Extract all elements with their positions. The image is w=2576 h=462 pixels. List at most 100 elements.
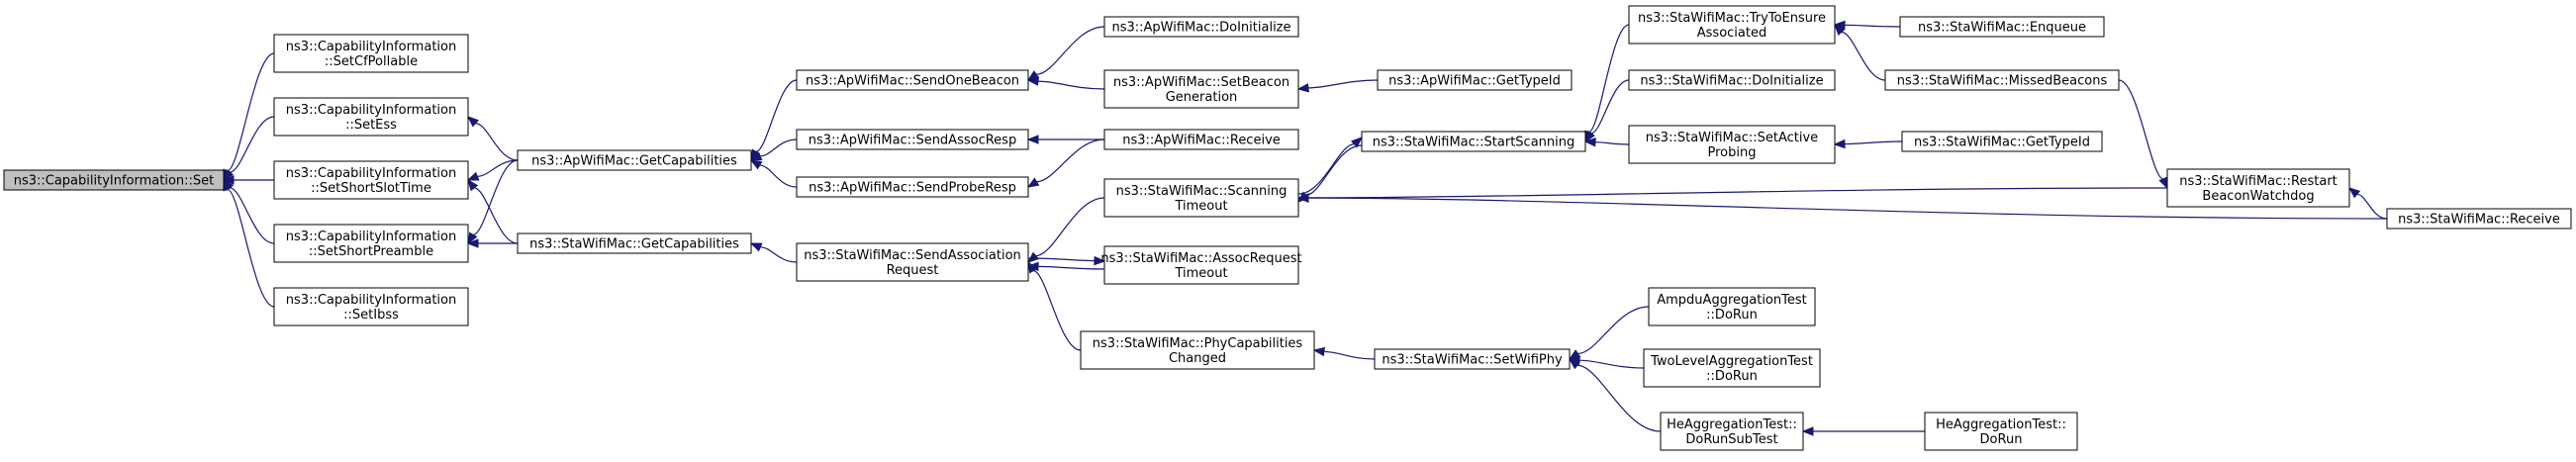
node-label: ::SetEss xyxy=(345,118,397,133)
node-box xyxy=(2166,168,2350,208)
node-label: ns3::ApWifiMac::SendOneBeacon xyxy=(806,74,1019,89)
node-label: ::DoRun xyxy=(1706,369,1758,384)
edge-line xyxy=(1307,79,1379,89)
node-box xyxy=(1628,5,1836,45)
arrowhead-icon xyxy=(466,171,480,181)
node-ns3-stawifimac-setwifiphy[interactable]: ns3::StaWifiMac::SetWifiPhy xyxy=(1374,348,1571,370)
node-label: DoRun xyxy=(1980,432,2023,447)
edge-arrow xyxy=(467,159,519,245)
node-label: ns3::StaWifiMac::Receive xyxy=(2398,213,2560,228)
node-label: Request xyxy=(887,263,939,278)
node-ns3-capabilityinformation-setcfpollable[interactable]: ns3::CapabilityInformation::SetCfPollabl… xyxy=(273,34,469,73)
node-label: ns3::StaWifiMac::DoInitialize xyxy=(1640,74,1823,89)
edge-arrow xyxy=(1026,135,1105,144)
arrowhead-icon xyxy=(466,238,479,248)
node-box xyxy=(1080,330,1315,370)
node-label: ::SetShortPreamble xyxy=(309,244,433,259)
arrowhead-icon xyxy=(1312,346,1326,357)
edge-line xyxy=(1035,197,1105,257)
edge-line xyxy=(475,123,519,161)
node-twolevelaggregationtest-dorun[interactable]: TwoLevelAggregationTest::DoRun xyxy=(1643,348,1821,388)
node-label: ns3::StaWifiMac::Restart xyxy=(2179,174,2337,189)
node-ns3-apwifimac-sendassocresp[interactable]: ns3::ApWifiMac::SendAssocResp xyxy=(796,129,1029,150)
node-label: ::DoRun xyxy=(1706,308,1758,323)
node-ns3-stawifimac-doinitialize[interactable]: ns3::StaWifiMac::DoInitialize xyxy=(1628,69,1836,91)
node-label: ::SetShortSlotTime xyxy=(311,181,431,196)
edge-line xyxy=(1037,80,1105,90)
node-ns3-stawifimac-missedbeacons[interactable]: ns3::StaWifiMac::MissedBeacons xyxy=(1884,69,2120,91)
node-box xyxy=(1628,69,1836,91)
node-label: Timeout xyxy=(1174,266,1227,281)
node-ns3-stawifimac-getcapabilities[interactable]: ns3::StaWifiMac::GetCapabilities xyxy=(517,232,752,254)
arrowhead-icon xyxy=(1026,251,1040,263)
node-box xyxy=(273,34,469,73)
node-box xyxy=(3,169,225,191)
edge-line xyxy=(755,79,798,152)
edge-arrow xyxy=(223,178,275,308)
node-ns3-stawifimac-enqueue[interactable]: ns3::StaWifiMac::Enqueue xyxy=(1899,16,2105,38)
arrowhead-icon xyxy=(1026,135,1039,144)
node-ns3-capabilityinformation-set[interactable]: ns3::CapabilityInformation::Set xyxy=(3,169,225,191)
edge-line xyxy=(472,159,519,236)
arrowhead-icon xyxy=(223,168,235,182)
node-ns3-apwifimac-getcapabilities[interactable]: ns3::ApWifiMac::GetCapabilities xyxy=(517,149,752,171)
node-ns3-stawifimac-gettypeid[interactable]: ns3::StaWifiMac::GetTypeId xyxy=(1901,131,2103,152)
edge-arrow xyxy=(1296,79,1379,93)
arrowhead-icon xyxy=(1026,177,1040,188)
edge-arrow xyxy=(1296,144,1363,203)
edge-arrow xyxy=(466,159,519,181)
node-box xyxy=(273,287,469,326)
node-ns3-apwifimac-gettypeid[interactable]: ns3::ApWifiMac::GetTypeId xyxy=(1377,69,1573,91)
edge-arrow xyxy=(749,242,798,263)
node-ns3-apwifimac-sendproberesp[interactable]: ns3::ApWifiMac::SendProbeResp xyxy=(796,176,1029,198)
node-ns3-capabilityinformation-setess[interactable]: ns3::CapabilityInformation::SetEss xyxy=(273,97,469,137)
node-ns3-stawifimac-startscanning[interactable]: ns3::StaWifiMac::StartScanning xyxy=(1361,131,1586,152)
node-box xyxy=(796,242,1029,282)
node-box xyxy=(1924,412,2078,451)
edge-line xyxy=(1307,187,2168,199)
arrowhead-icon xyxy=(1094,255,1106,266)
node-label: BeaconWatchdog xyxy=(2202,189,2314,204)
edge-arrow xyxy=(1584,79,1630,143)
node-ns3-stawifimac-receive[interactable]: ns3::StaWifiMac::Receive xyxy=(2386,208,2572,230)
node-ns3-apwifimac-doinitialize[interactable]: ns3::ApWifiMac::DoInitialize xyxy=(1103,16,1299,38)
node-label: ns3::StaWifiMac::Enqueue xyxy=(1918,21,2086,36)
arrowhead-icon xyxy=(222,175,235,185)
edge-line xyxy=(1027,257,1096,262)
node-box xyxy=(273,224,469,263)
arrowhead-icon xyxy=(1833,139,1846,149)
node-ns3-capabilityinformation-setshortpreamble[interactable]: ns3::CapabilityInformation::SetShortPrea… xyxy=(273,224,469,263)
node-heaggregationtest-dorunsubtest[interactable]: HeAggregationTest::DoRunSubTest xyxy=(1660,412,1804,451)
edge-arrow xyxy=(1026,26,1105,81)
edge-line xyxy=(230,187,275,244)
edge-line xyxy=(473,187,519,244)
node-ns3-apwifimac-sendonebeacon[interactable]: ns3::ApWifiMac::SendOneBeacon xyxy=(796,69,1029,91)
edge-arrow xyxy=(750,79,798,162)
edge-arrow xyxy=(1026,197,1105,263)
node-heaggregationtest-dorun[interactable]: HeAggregationTest::DoRun xyxy=(1924,412,2078,451)
node-ns3-capabilityinformation-setibss[interactable]: ns3::CapabilityInformation::SetIbss xyxy=(273,287,469,326)
node-ns3-apwifimac-receive[interactable]: ns3::ApWifiMac::Receive xyxy=(1103,129,1299,150)
edge-line xyxy=(1305,144,1363,196)
edge-line xyxy=(227,188,275,308)
node-label: Changed xyxy=(1169,351,1226,366)
node-box xyxy=(2386,208,2572,230)
node-box xyxy=(1377,69,1573,91)
edge-arrow xyxy=(223,178,275,244)
node-ns3-capabilityinformation-setshortslottime[interactable]: ns3::CapabilityInformation::SetShortSlot… xyxy=(273,160,469,200)
node-label: ns3::StaWifiMac::SetWifiPhy xyxy=(1382,353,1563,368)
node-label: ns3::CapabilityInformation xyxy=(286,166,456,181)
node-box xyxy=(1374,348,1571,370)
edge-arrow xyxy=(223,52,275,182)
edge-arrow xyxy=(1834,24,1886,81)
node-ampduaggregationtest-dorun[interactable]: AmpduAggregationTest::DoRun xyxy=(1648,287,1816,326)
